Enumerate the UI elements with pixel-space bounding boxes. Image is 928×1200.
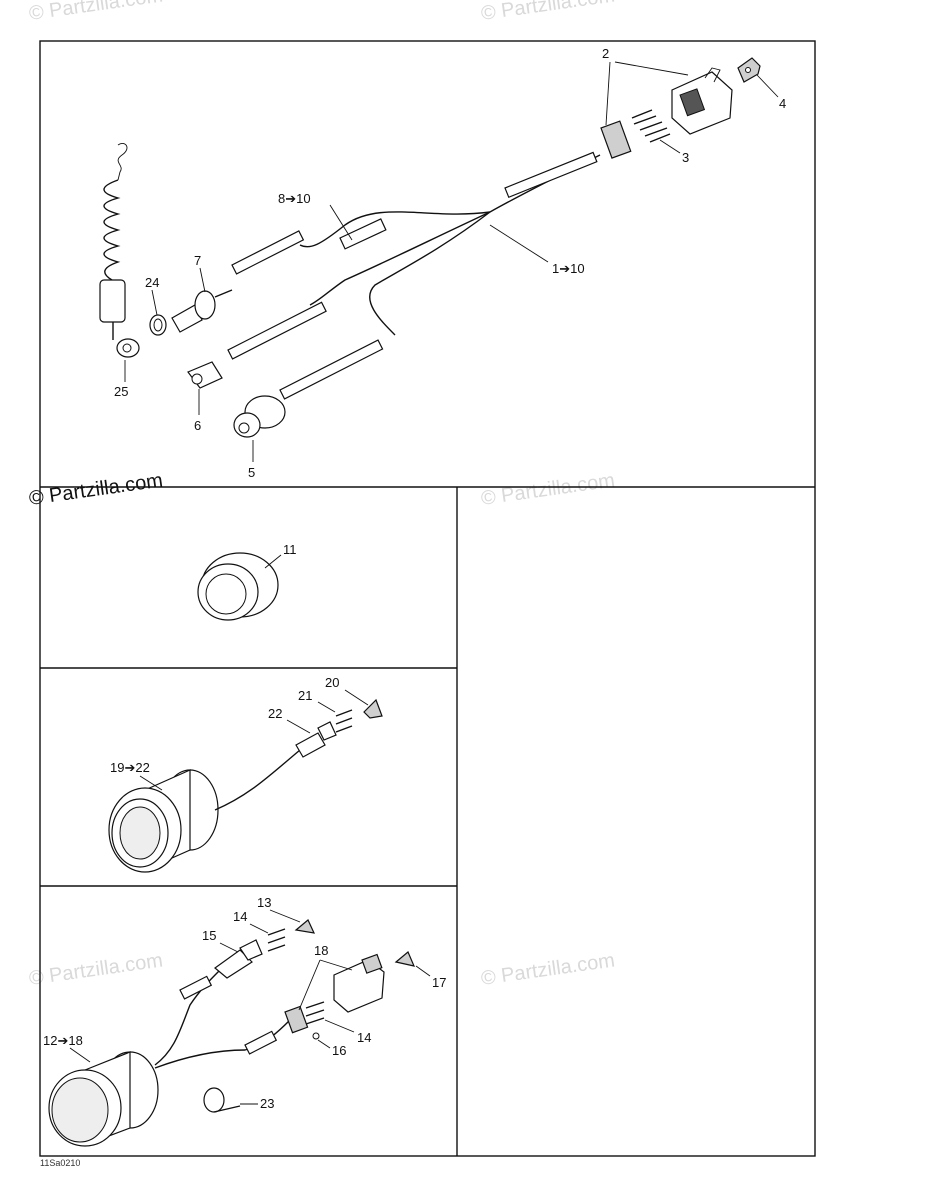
- callout-19-22: 19➔22: [110, 760, 150, 775]
- callout-11: 11: [283, 542, 297, 557]
- callout-18: 18: [314, 943, 328, 958]
- switch-7: [171, 289, 233, 333]
- gauge-12-18: [48, 939, 309, 1147]
- watermark-center-left: © Partzilla.com: [28, 469, 165, 510]
- lock-20: [363, 698, 383, 719]
- panel-frame: [39, 40, 816, 1157]
- callout-25: 25: [114, 384, 128, 399]
- watermark-top-left: © Partzilla.com: [28, 0, 165, 25]
- watermark-lower-right: © Partzilla.com: [480, 949, 617, 990]
- callout-4: 4: [779, 96, 786, 111]
- safety-lanyard: [99, 143, 128, 340]
- callouts-gauge: 20 21 22 19➔22: [110, 675, 369, 791]
- nut-24: [149, 314, 167, 336]
- callout-16: 16: [332, 1043, 346, 1058]
- callout-1-10: 1➔10: [552, 261, 585, 276]
- callouts-top: 2 4 3 8➔10 1➔10 7 24 25 6 5: [114, 46, 786, 480]
- callout-5: 5: [248, 465, 255, 480]
- callout-13: 13: [257, 895, 271, 910]
- drawing-code: 11Sa0210: [40, 1158, 80, 1168]
- callout-22: 22: [268, 706, 282, 721]
- watermark-lower-left: © Partzilla.com: [28, 949, 165, 990]
- callout-23: 23: [260, 1096, 274, 1111]
- pins-21: [335, 709, 353, 733]
- callout-14a: 14: [233, 909, 247, 924]
- housing-18: [333, 953, 385, 1013]
- callout-2: 2: [602, 46, 609, 61]
- callout-14b: 14: [357, 1030, 371, 1045]
- callout-7: 7: [194, 253, 201, 268]
- cap-25: [116, 338, 140, 358]
- callout-17: 17: [432, 975, 446, 990]
- lock-13: [294, 919, 316, 934]
- callout-3: 3: [682, 150, 689, 165]
- gauge-19-22: [108, 721, 337, 873]
- connector-lock-4: [737, 57, 761, 83]
- callout-8-10: 8➔10: [278, 191, 311, 206]
- pins-14b: [305, 1001, 325, 1025]
- callouts-gauge-2: 13 14 15 18 17 14 16 12➔18 23: [43, 895, 446, 1111]
- ring-terminal-6: [187, 361, 223, 389]
- callout-12-18: 12➔18: [43, 1033, 83, 1048]
- connector-housing-2: [600, 67, 733, 159]
- lock-17: [394, 951, 416, 967]
- bezel-11: 11: [197, 542, 297, 621]
- plug-16: [312, 1032, 320, 1040]
- callout-6: 6: [194, 418, 201, 433]
- pins-14a: [267, 928, 286, 952]
- callout-20: 20: [325, 675, 339, 690]
- callout-21: 21: [298, 688, 312, 703]
- wiring-harness: [227, 151, 601, 400]
- watermark-center-right: © Partzilla.com: [480, 469, 617, 510]
- terminal-pins-3: [631, 109, 671, 143]
- callout-24: 24: [145, 275, 159, 290]
- watermark-top-right: © Partzilla.com: [480, 0, 617, 25]
- sensor-5: [233, 395, 286, 438]
- callout-15: 15: [202, 928, 216, 943]
- tie-23: [203, 1087, 241, 1113]
